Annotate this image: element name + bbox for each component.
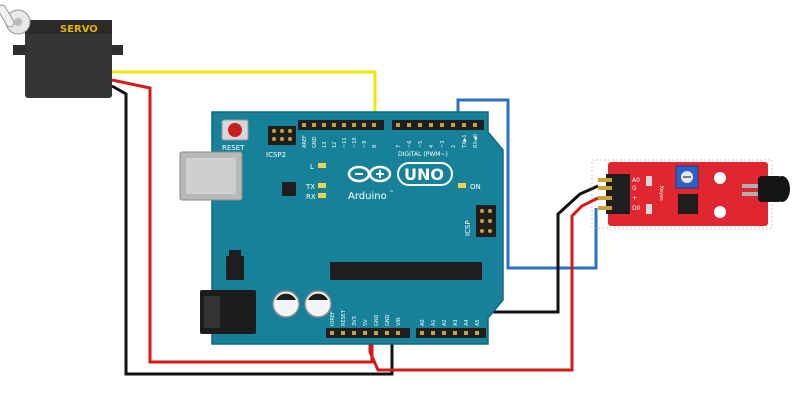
servo-label: SERVO (60, 24, 98, 35)
pin-label-tx: TX▶1 (462, 134, 468, 149)
pin-label-a4: A4 (464, 319, 470, 326)
led-l-label: L (310, 163, 314, 171)
flame-sensor-module: A0 G + D0 Keyes (591, 159, 790, 229)
wire-data-pin2-to-d0 (456, 98, 598, 270)
led-rx-label: RX (306, 193, 316, 201)
pin-label-7: 7 (396, 145, 402, 148)
pin-label-ioref: IOREF (330, 311, 336, 326)
trademark-label: ™ (389, 190, 394, 196)
uno-badge (397, 162, 453, 186)
pin-label-10: ~10 (352, 137, 358, 148)
sensor-pin-label-g: G (632, 185, 637, 192)
pin-label-reset: RESET (341, 309, 347, 326)
pin-label-13: 13 (322, 142, 328, 148)
power-header (326, 328, 410, 338)
pin-label-a3: A3 (453, 319, 459, 326)
led-on (458, 183, 466, 188)
power-pin-labels: IOREF RESET 3V3 5V GND GND VIN (330, 309, 402, 326)
sensor-pin-labels: A0 G + D0 (632, 177, 641, 212)
servo-body (25, 20, 112, 98)
arduino-logo (347, 165, 392, 183)
comparator-chip (678, 194, 698, 214)
pin-label-11: ~11 (342, 137, 348, 148)
analog-header (416, 328, 486, 338)
logo-loop-right (368, 165, 392, 183)
servo-motor: SERVO (0, 4, 123, 98)
atmega-chip (330, 262, 482, 280)
pin-label-4: 4 (429, 145, 435, 148)
sensor-chip-label: Keyes (658, 186, 664, 201)
pin-label-3v3: 3V3 (352, 316, 358, 326)
status-leds (318, 163, 326, 198)
sensor-pin-label-plus: + (632, 195, 637, 202)
digital-pin-labels: AREF GND 13 12 ~11 ~10 ~9 8 7 ~6 ~5 4 ~3… (302, 134, 479, 149)
servo-mount-tab-left (13, 45, 29, 55)
led-rx (318, 193, 326, 198)
usb-chip (282, 182, 296, 196)
capacitors (272, 290, 332, 318)
pin-label-6: ~6 (407, 141, 413, 148)
wire-power-sensor-to-5v (368, 196, 599, 372)
arduino-uno-board: RESET ICSP2 AREF GND 13 12 ~11 ~10 ~9 8 (179, 111, 504, 345)
pin-label-a1: A1 (431, 319, 437, 326)
icsp-label: ICSP (464, 220, 472, 236)
pin-label-5: ~5 (418, 141, 424, 148)
board-pcb (211, 111, 504, 345)
digital-header (298, 120, 484, 130)
wire-power-servo-to-5v (111, 78, 374, 364)
icsp2-header (268, 126, 296, 145)
reset-label: RESET (222, 144, 245, 152)
pin-label-12: 12 (332, 142, 338, 148)
led-l (318, 163, 326, 168)
sensor-pin-label-d0: D0 (632, 205, 641, 212)
pin-label-gnd-1: GND (374, 314, 380, 326)
icsp-header (476, 205, 496, 237)
pin-label-8: 8 (372, 145, 378, 148)
pin-label-a5: A5 (475, 319, 481, 326)
icsp2-label: ICSP2 (266, 151, 286, 159)
digital-label: DIGITAL (PWM~) (398, 151, 448, 158)
wire-signal-servo-to-pin9 (112, 70, 377, 126)
pin-label-gnd-2: GND (385, 314, 391, 326)
servo-mount-tab-right (107, 45, 123, 55)
sensor-pin-label-a0: A0 (632, 177, 640, 184)
brand-label: Arduino (348, 191, 387, 202)
pin-label-a2: A2 (442, 319, 448, 326)
pin-label-5v: 5V (363, 319, 369, 326)
servo-horn-arm (0, 4, 15, 28)
led-tx-label: TX (305, 183, 315, 191)
pin-label-a0: A0 (420, 319, 426, 326)
pin-label-3: ~3 (440, 141, 446, 148)
model-label: UNO (404, 165, 444, 184)
led-tx (318, 183, 326, 188)
pin-label-gnd-top: GND (312, 136, 318, 148)
pin-label-rx: RX◀0 (473, 134, 479, 148)
pin-label-9: ~9 (362, 141, 368, 148)
wire-ground-servo-to-gnd (111, 84, 394, 376)
reset-button (228, 123, 242, 137)
pin-label-vin: VIN (396, 317, 402, 326)
pin-label-2: 2 (451, 145, 457, 148)
led-on-label: ON (470, 183, 481, 191)
pin-label-aref: AREF (302, 135, 308, 148)
voltage-regulator (226, 256, 244, 280)
analog-pin-labels: A0 A1 A2 A3 A4 A5 (420, 319, 481, 326)
